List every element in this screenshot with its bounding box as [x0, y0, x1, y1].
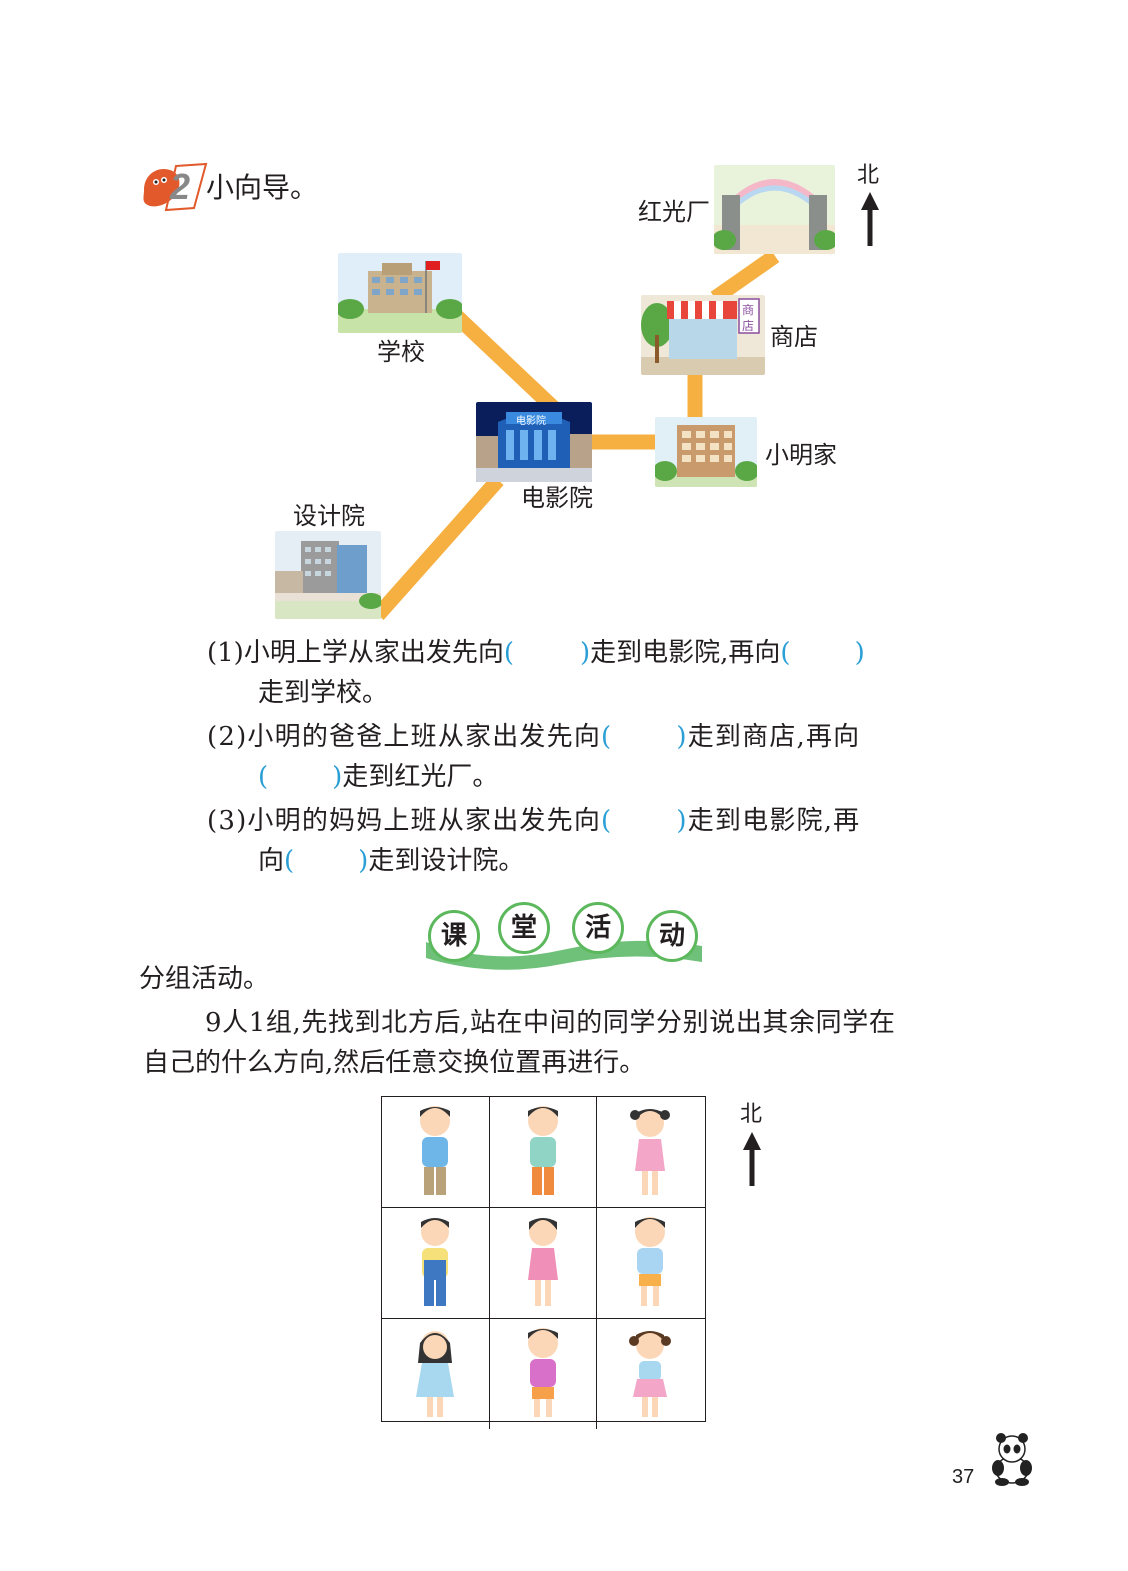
- school-image: [338, 253, 462, 333]
- banner-bubble-4: 动: [646, 910, 698, 962]
- question-2-blank-2-close: ): [332, 762, 343, 792]
- grid-cell: [489, 1208, 598, 1319]
- question-1-text-c: 走到学校。: [258, 678, 389, 708]
- banner-char-4: 动: [658, 921, 685, 951]
- grid-cell: [382, 1319, 490, 1429]
- activity-heading: 分组活动。: [139, 964, 270, 994]
- child-girl-icon: [527, 1218, 558, 1306]
- activity-banner-ribbon: [426, 940, 702, 970]
- question-1-blank-1-open: (: [503, 638, 514, 668]
- child-girl-icon: [421, 1218, 449, 1306]
- question-3-line-1: (3)小明的妈妈上班从家出发先向()走到电影院,再: [207, 808, 860, 834]
- design-label: 设计院: [293, 502, 365, 530]
- question-3-blank-2-close: ): [358, 846, 369, 876]
- child-girl-icon: [416, 1331, 454, 1417]
- question-2-line-1: (2)小明的爸爸上班从家出发先向()走到商店,再向: [207, 724, 860, 750]
- map-north-label: 北: [857, 163, 880, 188]
- factory-gate-image: [714, 165, 835, 254]
- factory-label: 红光厂: [638, 198, 710, 226]
- banner-bubble-2: 堂: [498, 902, 550, 954]
- banner-char-3: 活: [584, 913, 611, 943]
- road-school-cinema: [444, 304, 564, 418]
- banner-bubble-1: 课: [428, 910, 480, 962]
- school-label: 学校: [377, 338, 425, 366]
- page-number: 37: [952, 1466, 975, 1488]
- question-3-text-d: 走到设计院。: [368, 846, 525, 876]
- question-3-blank-1-open: (: [601, 806, 613, 836]
- question-2-blank-1-open: (: [601, 722, 613, 752]
- banner-char-1: 课: [440, 921, 467, 951]
- question-1-line-2: 走到学校。: [258, 680, 388, 706]
- child-boy-icon: [527, 1106, 558, 1195]
- question-1-blank-2-open: (: [780, 638, 791, 668]
- grid-north-arrow-icon: [743, 1132, 761, 1186]
- question-3-text-c: 向: [258, 846, 285, 876]
- cinema-sign: 电影院: [516, 416, 546, 427]
- question-3-line-2: 向()走到设计院。: [258, 848, 524, 874]
- grid-cell: [490, 1319, 598, 1429]
- child-boy-icon: [420, 1106, 450, 1195]
- activity-paragraph-line-2: 自己的什么方向,然后任意交换位置再进行。: [143, 1048, 646, 1078]
- road-cinema-design: [372, 475, 504, 620]
- grid-cell: [597, 1319, 705, 1429]
- question-1-blank-1-close: ): [580, 638, 591, 668]
- question-2-blank-2-open: (: [258, 762, 269, 792]
- grid-cell: [597, 1097, 705, 1208]
- question-3-text-b: 走到电影院,再: [687, 806, 861, 836]
- cinema-image: 电影院: [476, 402, 592, 482]
- grid-north-label: 北: [740, 1102, 763, 1127]
- problem-number: 2: [170, 166, 191, 207]
- question-3-blank-2-open: (: [284, 846, 295, 876]
- question-1-text-b: 走到电影院,再向: [590, 638, 781, 668]
- shop-sign-char-1: 商: [742, 303, 755, 317]
- cinema-label: 电影院: [521, 484, 593, 512]
- child-boy-icon: [527, 1328, 558, 1417]
- problem-badge-icon: [143, 162, 208, 212]
- question-3-text-a: (3)小明的妈妈上班从家出发先向: [207, 806, 602, 836]
- panda-icon: [992, 1433, 1032, 1486]
- banner-char-2: 堂: [510, 913, 537, 943]
- question-1-text-a: (1)小明上学从家出发先向: [207, 638, 504, 668]
- grid-cell: [489, 1097, 598, 1208]
- child-girl-icon: [630, 1109, 671, 1195]
- problem-title: 小向导。: [206, 171, 319, 204]
- home-image: [655, 417, 757, 487]
- question-1-line-1: (1)小明上学从家出发先向()走到电影院,再向(): [207, 640, 865, 666]
- grid-cell: [382, 1097, 490, 1208]
- question-2-text-a: (2)小明的爸爸上班从家出发先向: [207, 722, 602, 752]
- banner-bubble-3: 活: [572, 902, 624, 954]
- activity-paragraph-line-1: 9人1组,先找到北方后,站在中间的同学分别说出其余同学在: [205, 1008, 896, 1038]
- route-map: [372, 249, 780, 620]
- question-2-text-b: 走到商店,再向: [687, 722, 861, 752]
- shop-label: 商店: [770, 323, 818, 351]
- question-2-text-c: 走到红光厂。: [342, 762, 499, 792]
- question-2-blank-1-close: ): [676, 722, 688, 752]
- shop-image: 商 店: [641, 295, 765, 375]
- grid-cell: [382, 1208, 490, 1319]
- question-1-blank-2-close: ): [854, 638, 865, 668]
- road-shop-factory: [710, 249, 780, 305]
- home-label: 小明家: [765, 441, 837, 469]
- question-2-line-2: ()走到红光厂。: [258, 764, 498, 790]
- design-institute-image: [275, 531, 381, 619]
- map-north-arrow-icon: [861, 192, 879, 246]
- child-boy-icon: [635, 1217, 666, 1306]
- student-grid: [381, 1096, 706, 1429]
- child-girl-icon: [629, 1331, 672, 1417]
- shop-sign-char-2: 店: [742, 319, 755, 333]
- question-3-blank-1-close: ): [676, 806, 688, 836]
- grid-cell: [597, 1208, 705, 1319]
- activity-banner: 课 堂 活 动: [426, 900, 706, 964]
